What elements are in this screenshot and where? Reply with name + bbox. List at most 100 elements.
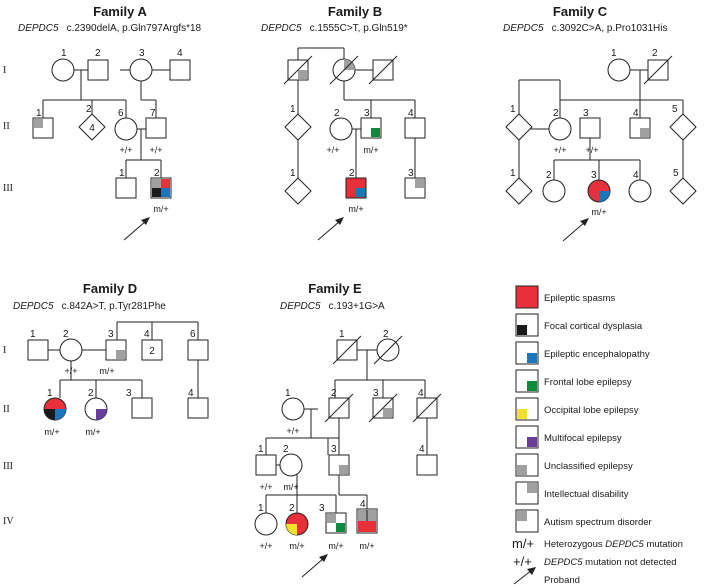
family-a-gen-III: III — [3, 183, 13, 194]
family-d-I-2-label: 2 — [63, 329, 69, 340]
family-b-III-3-id-quadrant — [415, 179, 424, 188]
family-e-IV-2-label: 2 — [289, 503, 295, 514]
family-b-III-2-genotype: m/+ — [348, 204, 363, 214]
legend-item-intellectual-disability: Intellectual disability — [515, 481, 629, 505]
family-c-II-3-label: 3 — [583, 108, 589, 119]
family-e-II-4-label: 4 — [418, 388, 424, 399]
family-b-II-3 — [360, 117, 382, 139]
family-e-I-2-label: 2 — [383, 329, 389, 340]
legend-heterozygous-symbol: m/+ — [512, 536, 534, 551]
family-b-title: Family B — [328, 4, 382, 19]
family-c-II-3-genotype: +/+ — [585, 145, 598, 155]
family-a-II-2-count: 4 — [89, 123, 95, 134]
family-d-II-1 — [43, 397, 67, 421]
family-e-IV-4 — [356, 508, 378, 534]
family-a-II-2-label: 2 — [86, 104, 92, 115]
family-d-gen-II: II — [3, 404, 10, 415]
family-b-I-1 — [283, 55, 313, 85]
family-b-II-4 — [404, 117, 426, 139]
family-c-III-3-label: 3 — [591, 170, 597, 181]
family-a-title: Family A — [93, 4, 147, 19]
family-d-I-1 — [27, 339, 49, 361]
family-a-III-2 — [150, 177, 172, 199]
family-a-gen-I: I — [3, 65, 6, 76]
family-b-III-2-encephalopathy-quadrant — [356, 188, 365, 197]
legend-item-autism-spectrum-disorder: Autism spectrum disorder — [515, 509, 652, 533]
family-e-IV-4-label: 4 — [360, 499, 366, 510]
family-c-III-1-label: 1 — [510, 168, 516, 179]
family-a-I-1-label: 1 — [61, 48, 67, 59]
family-d-II-3-label: 3 — [126, 388, 132, 399]
family-d-II-1-label: 1 — [47, 388, 53, 399]
family-a-II-2: 4 — [78, 113, 106, 141]
family-c-II-3 — [579, 117, 601, 139]
family-e-II-3-id-quadrant — [383, 408, 392, 417]
family-c-II-4-label: 4 — [633, 108, 639, 119]
family-d-I-3 — [105, 339, 127, 361]
legend-item-unclassified-epilepsy: Unclassified epilepsy — [515, 453, 633, 477]
family-a-III-2-encephalopathy-quadrant — [161, 188, 170, 197]
legend-swatch-frontal-lobe-epilepsy — [527, 381, 537, 391]
family-d-gen-I: I — [3, 345, 6, 356]
family-c-III-1 — [505, 177, 533, 205]
legend-proband-label: Proband — [544, 575, 580, 586]
family-c-III-4 — [628, 179, 652, 203]
family-e-I-2 — [373, 335, 403, 365]
family-c-II-2-label: 2 — [553, 108, 559, 119]
legend-not-detected-symbol: +/+ — [513, 554, 532, 569]
family-d-I-1-label: 1 — [30, 329, 36, 340]
family-c-III-3-genotype: m/+ — [591, 207, 606, 217]
family-e-IV-3 — [325, 512, 347, 534]
family-d-I-4-count: 2 — [149, 346, 155, 357]
family-e-III-1-genotype: +/+ — [259, 482, 272, 492]
family-e-IV-1 — [254, 512, 278, 536]
family-b-II-4-label: 4 — [408, 108, 414, 119]
legend-item-multifocal-epilepsy: Multifocal epilepsy — [515, 425, 622, 449]
family-e-IV-3-autism-quadrant — [327, 514, 336, 523]
family-e-III-4 — [416, 454, 438, 476]
family-d-I-3-id-quadrant — [116, 350, 125, 359]
family-e-IV-2-genotype: m/+ — [289, 541, 304, 551]
family-c-III-4-label: 4 — [633, 170, 639, 181]
family-c-II-5-label: 5 — [672, 104, 678, 115]
family-d-II-2 — [84, 397, 108, 421]
family-e-IV-1-label: 1 — [258, 503, 264, 514]
family-c-III-3-encephalopathy-quadrant — [599, 191, 610, 202]
family-c-II-2 — [548, 117, 572, 141]
family-b-I-1-id-quadrant — [298, 70, 307, 79]
family-c-III-5-label: 5 — [673, 168, 679, 179]
family-e-IV-3-label: 3 — [319, 503, 325, 514]
family-e-III-3-id-quadrant — [339, 465, 348, 474]
family-e-proband-arrow — [301, 554, 328, 578]
legend-label-autism-spectrum-disorder: Autism spectrum disorder — [544, 517, 652, 528]
family-d-II-1-dysplasia-quadrant — [44, 409, 55, 420]
family-e-gen-IV: IV — [3, 516, 14, 527]
legend-label-focal-cortical-dysplasia: Focal cortical dysplasia — [544, 321, 643, 332]
family-e-III-1 — [255, 454, 277, 476]
family-e-II-1 — [281, 397, 305, 421]
family-b-proband-arrow — [317, 217, 344, 241]
family-e-IV-4-genotype: m/+ — [359, 541, 374, 551]
family-d-I-6-label: 6 — [190, 329, 196, 340]
family-e-IV-2 — [285, 512, 309, 536]
family-b-II-3-label: 3 — [364, 108, 370, 119]
family-e-III-2 — [279, 453, 303, 477]
family-e-IV-3-genotype: m/+ — [328, 541, 343, 551]
family-a-proband-arrow — [123, 217, 150, 241]
family-d-I-2-genotype: +/+ — [64, 366, 77, 376]
legend-label-unclassified-epilepsy: Unclassified epilepsy — [544, 461, 633, 472]
family-a-I-2-label: 2 — [95, 48, 101, 59]
family-a-I-3 — [129, 58, 153, 82]
family-c-I-2 — [643, 55, 673, 85]
family-a-III-2-genotype: m/+ — [153, 204, 168, 214]
family-a-II-7-genotype: +/+ — [149, 145, 162, 155]
family-e-II-3-label: 3 — [373, 388, 379, 399]
family-b-II-3-genotype: m/+ — [363, 145, 378, 155]
family-c-I-1-label: 1 — [611, 48, 617, 59]
family-e-gen-III: III — [3, 461, 13, 472]
family-c-II-5 — [669, 113, 697, 141]
family-b-II-2 — [329, 117, 353, 141]
family-a-III-1 — [115, 177, 137, 199]
